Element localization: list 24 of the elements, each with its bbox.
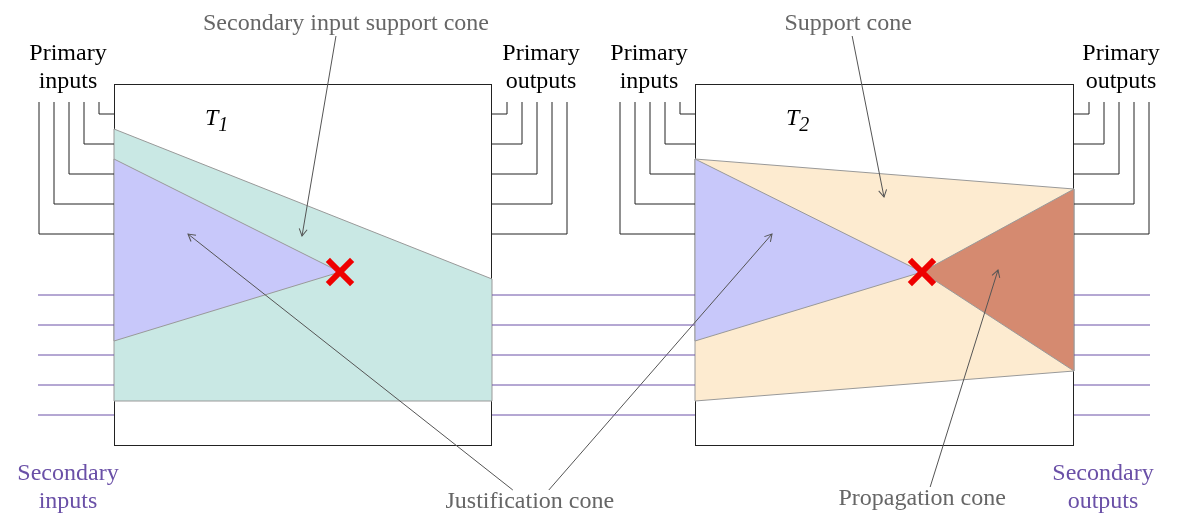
circuit-block: [114, 84, 492, 446]
signal-line: [491, 414, 696, 416]
port-label: Primary inputs: [28, 38, 108, 94]
leader-line: [929, 269, 1001, 488]
port-label: Primary outputs: [1081, 38, 1161, 94]
callout-label: Justification cone: [445, 486, 615, 514]
signal-line: [491, 294, 696, 296]
port-label: Primary outputs: [501, 38, 581, 94]
circuit-block: [695, 84, 1074, 446]
leader-line: [187, 233, 514, 491]
signal-line: [491, 354, 696, 356]
callout-label: Support cone: [784, 8, 912, 36]
port-label: Secondary inputs: [16, 458, 120, 514]
callout-label: Secondary input support cone: [203, 8, 489, 36]
signal-line: [491, 324, 696, 326]
block-label: T$_{1}$: [205, 103, 229, 137]
leader-line: [298, 35, 337, 237]
leader-line: [851, 35, 888, 198]
leader-line: [548, 233, 773, 491]
signal-line: [491, 384, 696, 386]
port-label: Secondary outputs: [1051, 458, 1155, 514]
port-label: Primary inputs: [609, 38, 689, 94]
block-label: T$_{2}$: [786, 103, 810, 137]
callout-label: Propagation cone: [838, 483, 1006, 511]
